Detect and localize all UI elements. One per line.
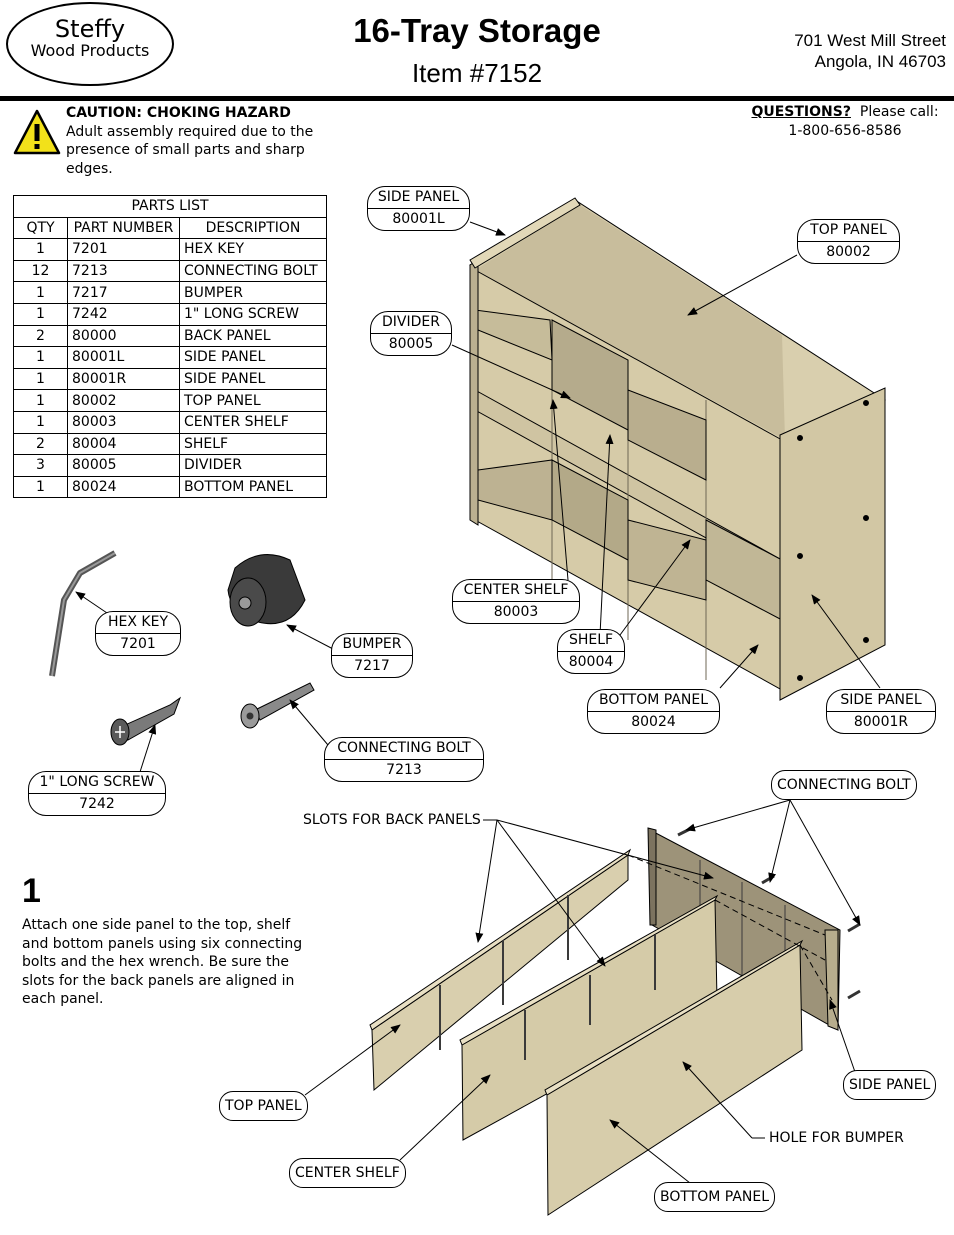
part-number-cell: 80000 xyxy=(67,324,180,348)
warning-icon xyxy=(13,109,61,155)
callout-part-number: 7217 xyxy=(354,658,390,674)
description-cell: CONNECTING BOLT xyxy=(179,259,327,283)
description-cell: HEX KEY xyxy=(179,238,327,261)
label-connecting-bolt: CONNECTING BOLT xyxy=(771,770,917,800)
callout-part-number: 80003 xyxy=(493,604,539,620)
label-center-shelf: CENTER SHELF xyxy=(289,1158,406,1188)
part-number-cell: 7201 xyxy=(67,238,180,261)
label-top-panel: TOP PANEL xyxy=(219,1091,308,1121)
callout-part-number: 80004 xyxy=(568,654,614,670)
description-cell: TOP PANEL xyxy=(179,389,327,412)
address-line2: Angola, IN 46703 xyxy=(814,52,946,71)
part-number-cell: 80005 xyxy=(67,454,180,477)
questions-contact: QUESTIONS? Please call: 1-800-656-8586 xyxy=(740,103,950,141)
label-slots-for-back-panels: SLOTS FOR BACK PANELS xyxy=(303,812,481,828)
callout-center-shelf: CENTER SHELF 80003 xyxy=(452,579,580,624)
callout-shelf: SHELF 80004 xyxy=(557,629,625,674)
long-screw-illustration xyxy=(110,696,182,746)
callout-part-number: 80002 xyxy=(826,244,871,260)
part-number-cell: 80001R xyxy=(67,367,180,391)
cabinet-illustration xyxy=(469,197,886,701)
callout-connecting-bolt: CONNECTING BOLT 7213 xyxy=(324,737,484,782)
callout-side-panel-right: SIDE PANEL 80001R xyxy=(826,689,936,734)
company-logo: Steffy Wood Products xyxy=(6,2,174,86)
caution-heading: CAUTION: CHOKING HAZARD xyxy=(66,105,291,121)
phone-number: 1-800-656-8586 xyxy=(788,123,902,139)
callout-part-number: 80024 xyxy=(631,714,676,730)
callout-part-number: 80005 xyxy=(388,336,434,352)
callout-name: CENTER SHELF xyxy=(453,580,579,602)
part-number-cell: 80002 xyxy=(67,389,180,412)
callout-top-panel: TOP PANEL 80002 xyxy=(797,219,900,264)
callout-name: 1" LONG SCREW xyxy=(29,772,165,794)
callout-name: TOP PANEL xyxy=(798,220,899,242)
callout-bumper: BUMPER 7217 xyxy=(331,633,413,678)
callout-side-panel-left: SIDE PANEL 80001L xyxy=(367,186,470,231)
address-line1: 701 West Mill Street xyxy=(794,31,946,50)
callout-bottom-panel: BOTTOM PANEL 80024 xyxy=(587,689,720,734)
part-number-cell: 80024 xyxy=(67,475,180,499)
part-number-cell: 80003 xyxy=(67,410,180,434)
callout-name: BOTTOM PANEL xyxy=(588,690,719,712)
caution-text: Adult assembly required due to the prese… xyxy=(66,123,314,177)
header-divider xyxy=(0,96,954,101)
hex-key-illustration xyxy=(49,550,117,677)
column-header-qty: QTY xyxy=(13,216,68,240)
description-cell: 1" LONG SCREW xyxy=(179,302,327,326)
callout-part-number: 7242 xyxy=(79,796,115,812)
label-hole-for-bumper: HOLE FOR BUMPER xyxy=(769,1130,904,1146)
step-number: 1 xyxy=(22,872,41,910)
callout-divider: DIVIDER 80005 xyxy=(370,311,452,356)
callout-name: HEX KEY xyxy=(96,612,180,634)
logo-line2: Wood Products xyxy=(30,41,150,60)
callout-part-number: 80001L xyxy=(392,211,445,227)
label-side-panel: SIDE PANEL xyxy=(843,1070,937,1100)
callout-name: SHELF xyxy=(558,630,624,652)
qty-cell: 12 xyxy=(13,259,68,283)
description-cell: CENTER SHELF xyxy=(179,410,327,434)
part-number-cell: 7217 xyxy=(67,281,180,304)
connecting-bolt-illustration xyxy=(240,682,315,729)
callout-name: SIDE PANEL xyxy=(368,187,469,209)
column-header-description: DESCRIPTION xyxy=(179,216,327,240)
callout-part-number: 7201 xyxy=(120,636,156,652)
parts-list-title: PARTS LIST xyxy=(13,195,327,218)
column-header-part-number: PART NUMBER xyxy=(67,216,180,240)
callout-name: CONNECTING BOLT xyxy=(325,738,483,760)
exploded-assembly-illustration xyxy=(369,826,861,1216)
callout-hex-key: HEX KEY 7201 xyxy=(95,611,181,656)
questions-text: Please call: xyxy=(859,104,939,120)
questions-label: QUESTIONS? xyxy=(751,104,851,120)
bumper-illustration xyxy=(227,554,306,627)
callout-part-number: 7213 xyxy=(386,762,422,778)
parts-list-table: PARTS LIST QTY PART NUMBER DESCRIPTION 1… xyxy=(13,195,327,499)
callout-name: SIDE PANEL xyxy=(827,690,935,712)
logo-line1: Steffy xyxy=(54,15,126,43)
step-instructions: Attach one side panel to the top, shelf … xyxy=(22,917,303,1008)
description-cell: BOTTOM PANEL xyxy=(179,475,327,499)
callout-part-number: 80001R xyxy=(853,714,909,730)
company-address: 701 West Mill Street Angola, IN 46703 xyxy=(794,30,946,72)
description-cell: SIDE PANEL xyxy=(179,346,327,369)
caution-notice: CAUTION: CHOKING HAZARD Adult assembly r… xyxy=(66,104,326,178)
callout-name: DIVIDER xyxy=(371,312,451,334)
callout-name: BUMPER xyxy=(332,634,412,656)
page-title: 16-Tray Storage xyxy=(353,12,601,49)
leader-lines xyxy=(75,221,881,1184)
item-number: Item #7152 xyxy=(411,58,543,88)
callout-long-screw: 1" LONG SCREW 7242 xyxy=(28,771,166,816)
label-bottom-panel: BOTTOM PANEL xyxy=(654,1182,776,1212)
